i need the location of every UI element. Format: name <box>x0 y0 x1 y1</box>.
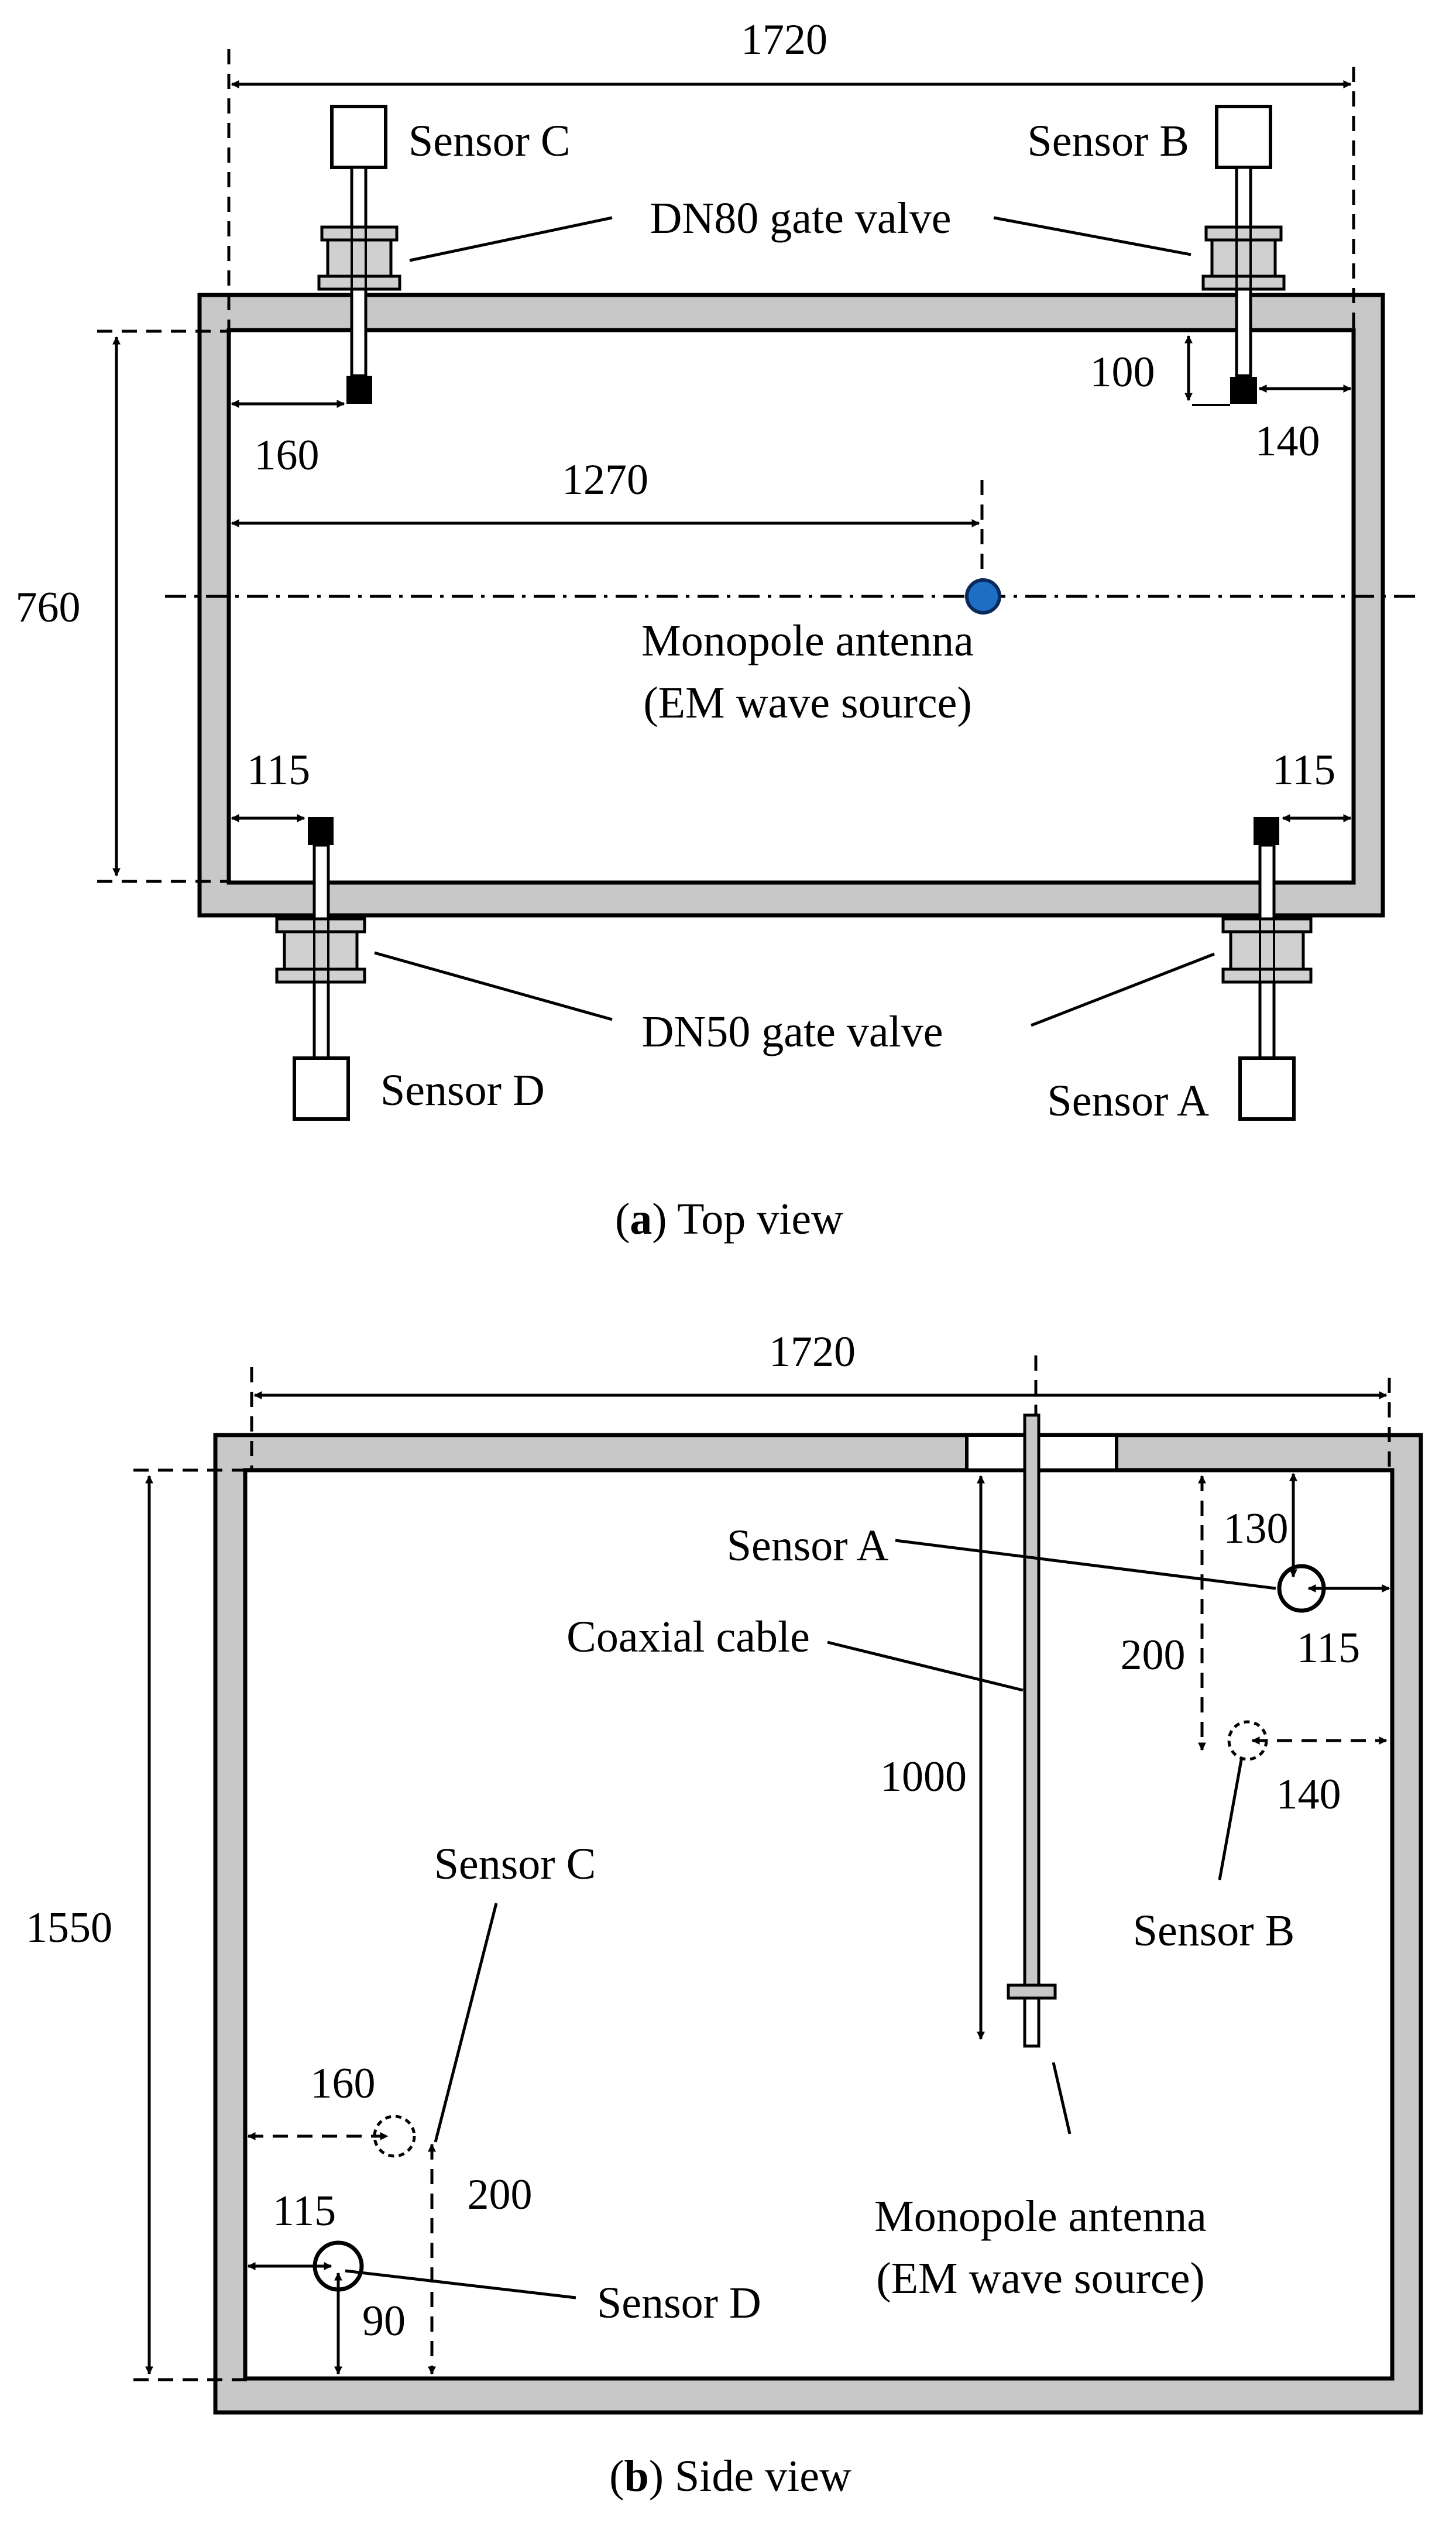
sensor-c-box <box>330 105 387 169</box>
sensor-d-assembly-top: Sensor D <box>275 817 545 1121</box>
sensor-a-side: 130 115 Sensor A <box>727 1473 1390 1672</box>
dn80-valve-b <box>1201 225 1286 291</box>
side-height-dimension: 1550 <box>26 1468 249 2381</box>
side-antenna-label-group: Monopole antenna (EM wave source) <box>874 2062 1207 2303</box>
side-length-dimension: 1720 <box>250 1328 1391 1470</box>
dn80-label: DN80 gate valve <box>650 194 952 243</box>
top-sensor-c-offset-label: 160 <box>255 431 320 479</box>
top-sensor-a-offset: 115 <box>1272 746 1352 822</box>
top-sensor-a-offset-label: 115 <box>1272 746 1335 794</box>
side-length-label: 1720 <box>769 1328 856 1376</box>
sensor-c-label-side: Sensor C <box>434 1839 596 1889</box>
dn80-label-group: DN80 gate valve <box>409 194 1191 262</box>
sensor-a-tip <box>1254 817 1279 845</box>
sensor-b-tip <box>1230 377 1257 404</box>
antenna-collar <box>1007 1983 1057 2000</box>
side-sensor-c-offset-label: 160 <box>311 2060 376 2108</box>
sensor-b-box <box>1215 105 1272 169</box>
side-sensor-b-height-label: 200 <box>1121 1631 1186 1679</box>
side-sensor-d-offset-label: 115 <box>273 2187 336 2235</box>
top-sensor-d-offset: 115 <box>231 746 310 822</box>
top-antenna-label-2: (EM wave source) <box>643 678 971 727</box>
side-sensor-b-offset-label: 140 <box>1276 1770 1341 1818</box>
side-height-label: 1550 <box>26 1904 112 1952</box>
top-length-label: 1720 <box>741 16 827 64</box>
sensor-a-box <box>1238 1056 1296 1121</box>
top-length-dimension: 1720 <box>227 16 1355 330</box>
dn50-label-group: DN50 gate valve <box>374 951 1215 1056</box>
top-sensor-b-depth-label: 100 <box>1090 348 1155 396</box>
sensor-c-tip <box>346 376 372 404</box>
side-coaxial-label-group: Coaxial cable <box>566 1612 1024 1692</box>
coaxial-cable <box>1023 1413 1041 2048</box>
dn50-label: DN50 gate valve <box>642 1007 943 1056</box>
sensor-b-label-top: Sensor B <box>1027 116 1189 166</box>
sensor-c-label-top: Sensor C <box>408 116 571 166</box>
dn50-valve-a <box>1221 917 1313 984</box>
top-antenna-offset-label: 1270 <box>562 456 648 504</box>
top-antenna-marker <box>965 578 1001 615</box>
side-cable-length-label: 1000 <box>880 1753 967 1801</box>
side-coaxial-assembly <box>1007 1413 1057 2048</box>
top-antenna-label-1: Monopole antenna <box>641 616 974 665</box>
top-width-dimension: 760 <box>16 330 231 883</box>
side-cable-length: 1000 <box>880 1475 985 2040</box>
side-sensor-a-offset-label: 115 <box>1297 1624 1360 1672</box>
sensor-c-side: 160 200 Sensor C <box>247 1839 596 2375</box>
coaxial-label: Coaxial cable <box>566 1612 810 1662</box>
sensor-b-side: 200 140 Sensor B <box>1121 1475 1388 1955</box>
sensor-c-marker-side <box>373 2115 416 2158</box>
caption-b: (b) Side view <box>609 2452 851 2501</box>
side-sensor-d-height-label: 90 <box>362 2297 406 2345</box>
side-top-opening <box>965 1433 1118 1472</box>
sensor-a-label-top: Sensor A <box>1047 1076 1209 1125</box>
side-sensor-c-height-label: 200 <box>468 2171 533 2219</box>
top-sensor-b-dims: 100 140 <box>1090 335 1352 465</box>
top-sensor-b-offset-label: 140 <box>1255 417 1320 465</box>
caption-a: (a) Top view <box>615 1195 843 1244</box>
side-antenna-label-2: (EM wave source) <box>876 2254 1204 2303</box>
sensor-d-box <box>293 1056 350 1121</box>
sensor-b-label-side: Sensor B <box>1133 1906 1295 1955</box>
sensor-d-side: 115 90 Sensor D <box>247 2187 761 2375</box>
sensor-d-label-top: Sensor D <box>380 1066 545 1115</box>
side-sensor-a-height-label: 130 <box>1224 1505 1289 1553</box>
top-antenna-offset: 1270 <box>231 456 984 585</box>
sensor-a-assembly-top: Sensor A <box>1047 817 1313 1125</box>
sensor-a-label-side: Sensor A <box>727 1521 889 1570</box>
top-tank-interior <box>226 328 1356 885</box>
side-view: 1720 1550 1000 Coaxial cable Monopole a <box>26 1328 1423 2501</box>
dn50-valve-d <box>275 917 366 984</box>
top-sensor-d-offset-label: 115 <box>247 746 310 794</box>
sensor-d-label-side: Sensor D <box>597 2278 761 2328</box>
top-view: 1720 760 Sensor C <box>16 16 1420 1244</box>
sensor-c-assembly-top: Sensor C <box>317 105 571 404</box>
antenna-element <box>1023 1996 1041 2048</box>
dn80-valve-c <box>317 225 401 291</box>
side-antenna-label-1: Monopole antenna <box>874 2192 1207 2241</box>
sensor-d-tip <box>308 817 334 845</box>
top-width-label: 760 <box>16 584 81 631</box>
sensor-b-assembly-top: Sensor B <box>1027 105 1286 404</box>
top-sensor-c-offset: 160 <box>231 400 345 479</box>
